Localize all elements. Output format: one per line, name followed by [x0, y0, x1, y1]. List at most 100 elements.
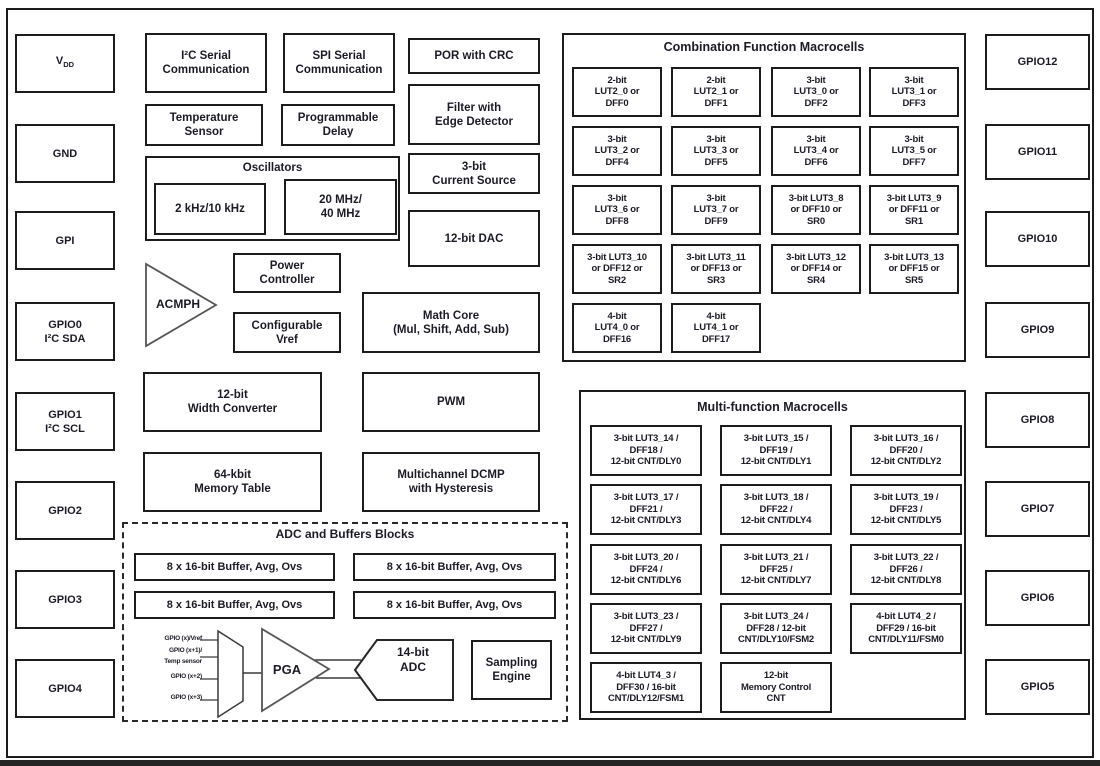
text-line: LUT3_0 or: [793, 86, 839, 98]
text-line: DFF21 /: [629, 503, 663, 515]
text-line: CNT/DLY12/FSM1: [607, 693, 685, 705]
pin-gpi: GPI: [15, 211, 115, 270]
text-line: or DFF15 or: [888, 263, 940, 275]
text-line: DFF28 / 12-bit: [746, 622, 806, 634]
text-line: GPIO2: [48, 504, 82, 517]
text-line: DFF26 /: [889, 563, 923, 575]
text-line: Math Core: [422, 309, 480, 322]
text-line: 2-bit: [607, 74, 627, 86]
pin-gpio5: GPIO5: [985, 659, 1090, 715]
text-line: DFF24 /: [629, 563, 663, 575]
text-line: Configurable: [251, 319, 323, 332]
text-line: 3-bit: [806, 133, 826, 145]
oscillators-title: Oscillators: [242, 162, 303, 174]
diagram-outer-border: [6, 8, 1094, 758]
text-line: GPIO12: [1017, 56, 1058, 68]
block-por-with-crc: POR with CRC: [408, 38, 540, 74]
text-line: or DFF11 or: [888, 204, 940, 216]
text-line: LUT3_2 or: [594, 145, 640, 157]
text-line: 3-bit LUT3_12: [786, 251, 846, 263]
text-line: 3-bit LUT3_11: [686, 251, 746, 263]
text-line: DFF5: [704, 156, 728, 168]
text-line: 3-bit LUT3_8: [788, 192, 844, 204]
text-line: I²C SDA: [44, 332, 86, 345]
text-line: DFF18 /: [629, 444, 663, 456]
text-line: DFF19 /: [759, 444, 793, 456]
text-line: SPI Serial: [312, 50, 366, 62]
text-line: DFF1: [704, 97, 728, 109]
buffer-block: 8 x 16-bit Buffer, Avg, Ovs: [134, 591, 335, 619]
buffer-block: 8 x 16-bit Buffer, Avg, Ovs: [353, 591, 556, 619]
text-line: LUT2_0 or: [594, 86, 640, 98]
pin-gpio10: GPIO10: [985, 211, 1090, 267]
text-line: GPIO4: [48, 682, 82, 695]
text-line: Multichannel DCMP: [397, 469, 505, 481]
text-line: 12-bit: [217, 389, 248, 401]
pin-gpio11: GPIO11: [985, 124, 1090, 180]
text-line: Engine: [492, 671, 531, 683]
text-line: with Hysteresis: [408, 483, 494, 495]
block-pwm: PWM: [362, 372, 540, 432]
text-line: GPIO (x+1)/: [168, 647, 202, 654]
text-line: 3-bit: [806, 74, 826, 86]
text-line: Memory Control: [740, 681, 812, 693]
text-line: 3-bit LUT3_10: [587, 251, 647, 263]
text-line: GPIO (x+3): [170, 694, 203, 701]
text-line: 14-bit: [396, 645, 429, 659]
pin-vdd: VDD: [15, 34, 115, 93]
text-line: 4-bit: [706, 310, 726, 322]
text-line: 12-bit CNT/DLY7: [740, 575, 812, 587]
text-line: 3-bit LUT3_18 /: [743, 492, 809, 504]
text-line: LUT3_7 or: [693, 204, 739, 216]
text-line: CNT: [766, 693, 786, 705]
block-oscillator-high: 20 MHz/40 MHz: [284, 179, 397, 235]
text-line: DFF27 /: [629, 622, 663, 634]
text-line: DFF16: [602, 333, 632, 345]
text-line: 40 MHz: [320, 208, 361, 220]
text-line: Sensor: [184, 126, 224, 138]
macrocell-box: 3-bit LUT3_15 /DFF19 /12-bit CNT/DLY1: [720, 425, 832, 476]
text-line: DFF0: [605, 97, 629, 109]
text-line: VDD: [55, 55, 75, 70]
text-line: DFF17: [701, 333, 731, 345]
text-line: Temperature: [169, 112, 239, 124]
text-line: 3-bit LUT3_16 /: [873, 433, 939, 445]
text-line: or DFF12 or: [591, 263, 643, 275]
text-line: 3-bit LUT3_13: [884, 251, 944, 263]
text-line: 64-kbit: [213, 469, 252, 481]
text-line: SR0: [807, 215, 825, 227]
buffer-block: 8 x 16-bit Buffer, Avg, Ovs: [134, 553, 335, 581]
text-line: I²C Serial: [181, 50, 231, 62]
text-line: or DFF14 or: [790, 263, 842, 275]
acmph-label: ACMPH: [156, 297, 200, 311]
pin-gpio7: GPIO7: [985, 481, 1090, 537]
text-line: 3-bit LUT3_19 /: [873, 492, 939, 504]
macrocell-box: 3-bit LUT3_22 /DFF26 /12-bit CNT/DLY8: [850, 544, 962, 595]
text-line: Communication: [295, 64, 383, 76]
text-line: LUT4_1 or: [693, 322, 739, 334]
text-line: GPI: [55, 234, 75, 247]
text-line: Controller: [259, 274, 315, 286]
text-line: LUT3_1 or: [891, 86, 937, 98]
pin-gpio12: GPIO12: [985, 34, 1090, 90]
text-line: GPIO1: [48, 408, 82, 421]
text-line: SR3: [707, 274, 725, 286]
